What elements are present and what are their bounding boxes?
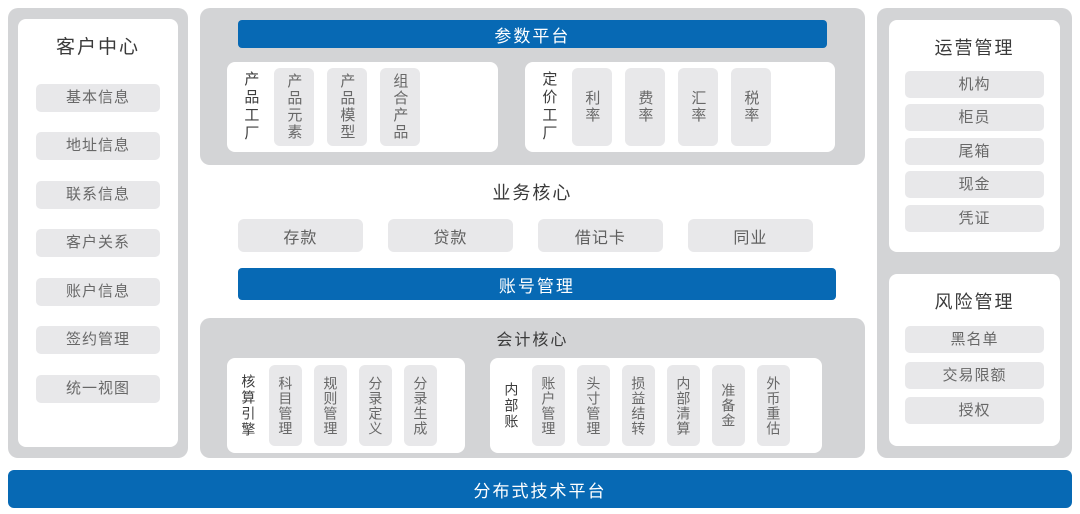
param-platform-section: 参数平台 产品工厂 产品元素 产品模型 组合产品 定价工厂 利率 费率 汇率 税… bbox=[199, 8, 865, 165]
tile-interest-rate: 利率 bbox=[571, 68, 612, 146]
tile-fx-revaluation: 外币重估 bbox=[756, 365, 790, 446]
tile-internal-clearing: 内部清算 bbox=[666, 365, 700, 446]
business-core-title: 业务核心 bbox=[492, 183, 573, 203]
tile-blacklist: 黑名单 bbox=[904, 326, 1044, 354]
business-core-section: 业务核心 存款 贷款 借记卡 同业 账号管理 bbox=[200, 165, 865, 318]
tile-cash: 现金 bbox=[904, 171, 1044, 199]
accounting-core-section: 会计核心 核算引擎 科目管理 规则管理 分录定义 分录生成 内部账 账户管理 头… bbox=[199, 318, 865, 458]
tile-transaction-limit: 交易限额 bbox=[904, 361, 1044, 389]
tile-cash-box: 尾箱 bbox=[904, 137, 1044, 165]
customer-center-card: 客户中心 基本信息 地址信息 联系信息 客户关系 账户信息 签约管理 统一视图 bbox=[18, 19, 178, 447]
customer-center-tiles: 基本信息 地址信息 联系信息 客户关系 账户信息 签约管理 统一视图 bbox=[36, 63, 160, 423]
accounting-core-title: 会计核心 bbox=[496, 332, 569, 349]
tile-exchange-rate: 汇率 bbox=[677, 68, 718, 146]
tile-teller: 柜员 bbox=[904, 104, 1044, 132]
customer-center-panel: 客户中心 基本信息 地址信息 联系信息 客户关系 账户信息 签约管理 统一视图 bbox=[8, 8, 188, 458]
accounting-core-cards: 核算引擎 科目管理 规则管理 分录定义 分录生成 内部账 账户管理 头寸管理 损… bbox=[200, 358, 865, 453]
tile-loan: 贷款 bbox=[387, 219, 513, 252]
tile-account-info: 账户信息 bbox=[36, 277, 160, 306]
tile-basic-info: 基本信息 bbox=[36, 83, 160, 112]
tile-product-model: 产品模型 bbox=[326, 68, 367, 146]
internal-account-group: 内部账 账户管理 头寸管理 损益结转 内部清算 准备金 外币重估 bbox=[489, 358, 822, 453]
tile-subject-mgmt: 科目管理 bbox=[268, 365, 302, 446]
risk-tiles: 黑名单 交易限额 授权 bbox=[904, 318, 1044, 432]
accounting-engine-group: 核算引擎 科目管理 规则管理 分录定义 分录生成 bbox=[226, 358, 465, 453]
tile-voucher: 凭证 bbox=[904, 204, 1044, 232]
distributed-tech-platform-bar: 分布式技术平台 bbox=[8, 470, 1072, 508]
tile-entry-definition: 分录定义 bbox=[358, 365, 392, 446]
right-panel: 运营管理 机构 柜员 尾箱 现金 凭证 风险管理 黑名单 交易限额 授权 bbox=[876, 8, 1072, 458]
tile-fee-rate: 费率 bbox=[624, 68, 665, 146]
tile-institution: 机构 bbox=[904, 70, 1044, 98]
operations-tiles: 机构 柜员 尾箱 现金 凭证 bbox=[904, 64, 1044, 238]
internal-account-label: 内部账 bbox=[503, 381, 520, 430]
tile-combined-product: 组合产品 bbox=[379, 68, 420, 146]
operations-mgmt-title: 运营管理 bbox=[934, 38, 1015, 58]
pricing-factory-group: 定价工厂 利率 费率 汇率 税率 bbox=[524, 62, 835, 152]
product-factory-label: 产品工厂 bbox=[242, 71, 260, 143]
pricing-factory-label: 定价工厂 bbox=[540, 71, 558, 143]
tile-product-element: 产品元素 bbox=[273, 68, 314, 146]
account-mgmt-bar: 账号管理 bbox=[237, 268, 836, 300]
tile-rule-mgmt: 规则管理 bbox=[313, 365, 347, 446]
tile-deposit: 存款 bbox=[237, 219, 363, 252]
tile-contact-info: 联系信息 bbox=[36, 180, 160, 209]
accounting-engine-label: 核算引擎 bbox=[240, 373, 257, 438]
tile-customer-relation: 客户关系 bbox=[36, 229, 160, 257]
tile-position-mgmt: 头寸管理 bbox=[576, 365, 610, 446]
tile-debit-card: 借记卡 bbox=[537, 219, 663, 252]
business-core-items: 存款 贷款 借记卡 同业 bbox=[237, 219, 865, 252]
param-platform-cards: 产品工厂 产品元素 产品模型 组合产品 定价工厂 利率 费率 汇率 税率 bbox=[226, 62, 835, 152]
risk-mgmt-title: 风险管理 bbox=[934, 292, 1015, 313]
tile-reserve-fund: 准备金 bbox=[711, 365, 745, 446]
param-platform-header: 参数平台 bbox=[237, 20, 827, 48]
customer-center-title: 客户中心 bbox=[55, 37, 140, 58]
tile-address-info: 地址信息 bbox=[36, 132, 160, 160]
product-factory-group: 产品工厂 产品元素 产品模型 组合产品 bbox=[226, 62, 498, 152]
tile-authorization: 授权 bbox=[904, 396, 1044, 424]
tile-tax-rate: 税率 bbox=[730, 68, 771, 146]
tile-entry-generation: 分录生成 bbox=[403, 365, 437, 446]
tile-pnl-carryover: 损益结转 bbox=[621, 365, 655, 446]
center-column: 参数平台 产品工厂 产品元素 产品模型 组合产品 定价工厂 利率 费率 汇率 税… bbox=[199, 8, 865, 458]
main-row: 客户中心 基本信息 地址信息 联系信息 客户关系 账户信息 签约管理 统一视图 … bbox=[8, 8, 1072, 458]
tile-interbank: 同业 bbox=[687, 219, 813, 252]
operations-mgmt-card: 运营管理 机构 柜员 尾箱 现金 凭证 bbox=[888, 20, 1060, 253]
tile-contract-mgmt: 签约管理 bbox=[36, 326, 160, 354]
tile-unified-view: 统一视图 bbox=[36, 374, 160, 403]
tile-account-mgmt: 账户管理 bbox=[531, 365, 565, 446]
risk-mgmt-card: 风险管理 黑名单 交易限额 授权 bbox=[888, 274, 1060, 446]
